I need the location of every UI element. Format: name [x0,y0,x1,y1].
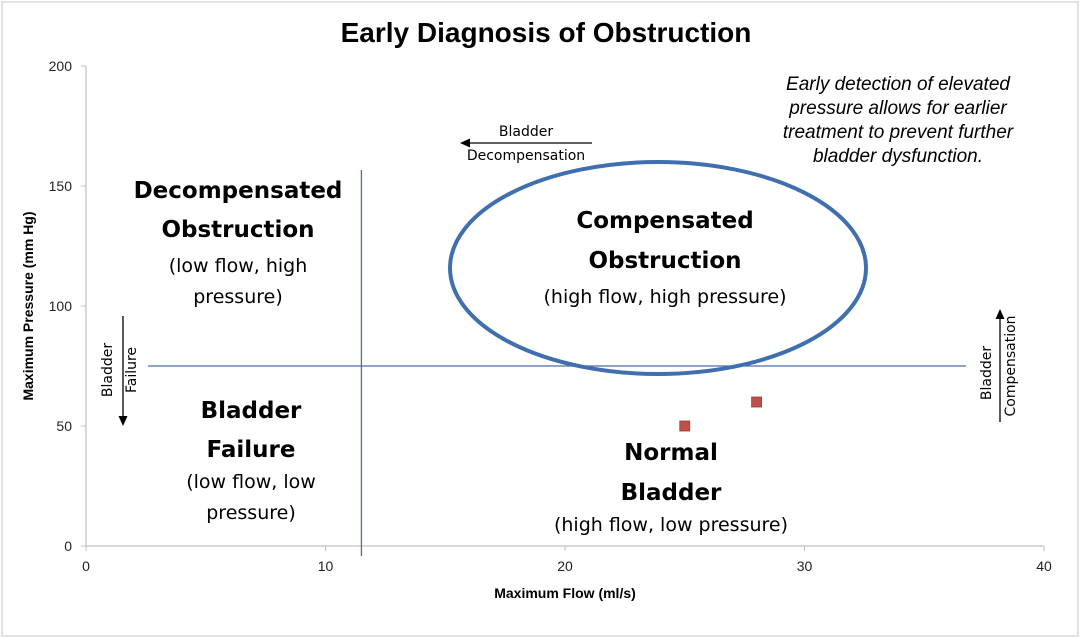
compensation-arrowhead-icon [995,309,1005,319]
decompensation-arrowhead-icon [460,138,470,148]
y-tick-marks [81,65,86,547]
region-compensated-title-2: Obstruction [588,248,741,274]
compensation-arrow-group: Bladder Compensation [979,309,1019,422]
x-tick-labels: 0 10 20 30 40 [82,558,1052,574]
data-points [679,396,762,432]
annotation-line-2: pressure allows for earlier [788,98,1007,119]
region-compensated-title-1: Compensated [576,208,753,234]
compensated-ellipse [448,160,868,376]
x-tick-label: 40 [1036,558,1052,574]
region-normal-title-1: Normal [624,440,718,466]
y-axis-label: Maximum Pressure (mm Hg) [20,211,36,400]
decompensation-arrow-label-1: Bladder [499,124,553,140]
failure-arrow-label-1: Bladder [100,343,116,397]
compensation-arrow-label-1: Bladder [979,346,995,400]
region-decompensated-title-1: Decompensated [134,178,343,204]
region-normal-title-2: Bladder [621,480,722,506]
compensation-arrow-label-2: Compensation [1003,315,1019,416]
annotation-line-1: Early detection of elevated [786,74,1011,95]
x-axis-label: Maximum Flow (ml/s) [494,585,636,601]
x-tick-marks [85,546,1045,551]
annotation-line-3: treatment to prevent further [783,122,1014,143]
failure-arrow-group: Bladder Failure [100,316,140,426]
region-decompensated-title-2: Obstruction [161,217,314,243]
y-tick-label: 0 [64,538,72,554]
region-decompensated-sub-1: (low flow, high [169,255,308,277]
region-failure-sub-2: pressure) [206,502,295,524]
region-decompensated-sub-2: pressure) [193,286,282,308]
decompensation-arrow-group: Bladder Decompensation [460,124,592,164]
y-tick-label: 50 [56,418,72,434]
y-tick-label: 200 [49,58,73,74]
data-point [679,420,691,432]
y-tick-label: 150 [49,178,73,194]
x-tick-label: 30 [797,558,813,574]
x-tick-label: 0 [82,558,90,574]
decompensation-arrow-label-2: Decompensation [467,148,585,164]
failure-arrow-label-2: Failure [124,347,140,393]
region-normal-sub-1: (high flow, low pressure) [554,514,788,536]
y-tick-label: 100 [49,298,73,314]
region-failure-title-1: Bladder [201,398,302,424]
y-tick-labels: 0 50 100 150 200 [49,58,73,554]
region-failure-title-2: Failure [207,437,296,463]
annotation-line-4: bladder dysfunction. [813,146,983,167]
chart-title: Early Diagnosis of Obstruction [341,17,752,48]
x-tick-label: 10 [318,558,334,574]
region-failure-sub-1: (low flow, low [186,471,316,493]
data-point [751,396,762,408]
failure-arrowhead-icon [118,416,128,426]
x-tick-label: 20 [557,558,573,574]
region-compensated-sub-1: (high flow, high pressure) [543,286,786,308]
